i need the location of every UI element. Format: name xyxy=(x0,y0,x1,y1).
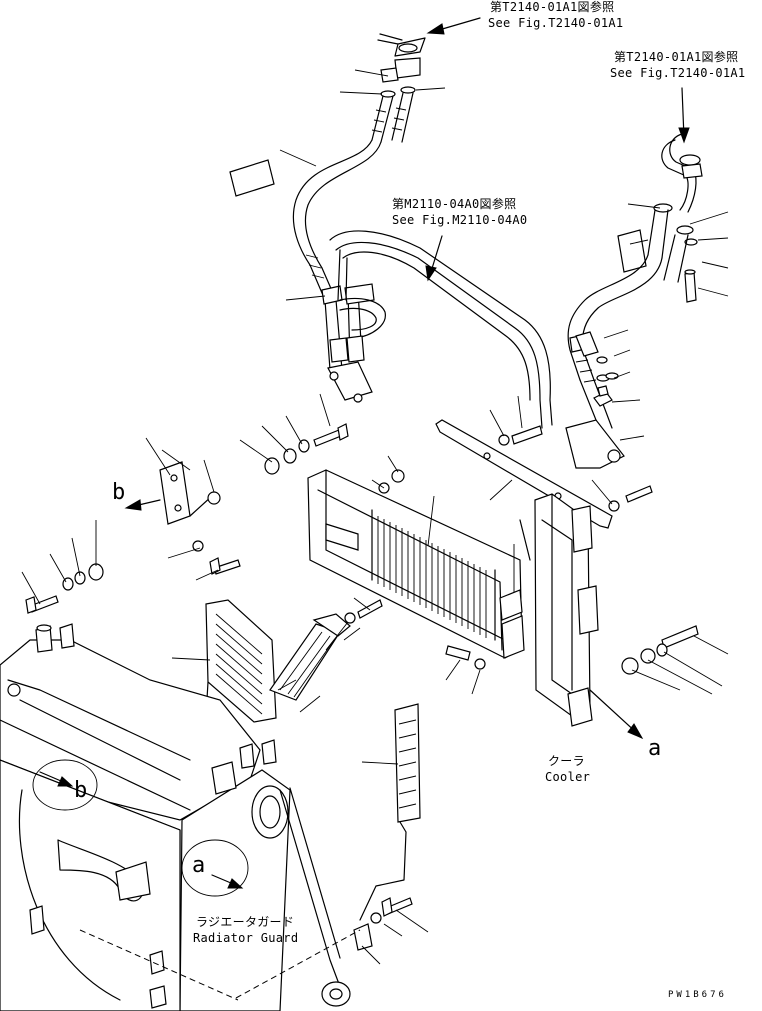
lower-grid-panel xyxy=(359,703,421,921)
ref-top-right-en: See Fig.T2140-01A1 xyxy=(610,66,746,80)
condenser-frame xyxy=(307,469,525,659)
right-hose-assembly xyxy=(565,133,703,469)
marker-a-circle-label: a xyxy=(192,853,206,878)
marker-b-left: b xyxy=(112,480,126,505)
marker-a-circle xyxy=(181,839,249,897)
upper-strip-bracket xyxy=(435,419,613,529)
upper-frame-bar xyxy=(329,230,553,429)
radiator-guard-label-en: Radiator Guard xyxy=(193,931,299,945)
ref-top-right-ja: 第T2140-01A1図参照 xyxy=(614,50,739,64)
marker-b-circle xyxy=(32,759,98,811)
leader-lines xyxy=(21,69,729,965)
marker-b-circle-label: b xyxy=(74,778,88,803)
dashed-lines xyxy=(79,929,361,1001)
cooler-label-ja: クーラ xyxy=(548,754,585,768)
radiator-guard-label-ja: ラジエータガード xyxy=(196,915,295,929)
drawing-code: PW1B676 xyxy=(668,990,727,1000)
cooler-label-en: Cooler xyxy=(545,770,591,784)
slanted-guard xyxy=(269,613,351,701)
radiator-body xyxy=(0,623,373,1011)
ref-top-center-ja: 第T2140-01A1図参照 xyxy=(490,0,615,14)
cooler-core xyxy=(519,493,599,727)
ref-middle-ja: 第M2110-04A0図参照 xyxy=(392,197,517,211)
reference-arrows xyxy=(39,17,690,889)
marker-a-right: a xyxy=(648,736,662,761)
left-hose-assembly xyxy=(229,33,426,403)
ref-top-center-en: See Fig.T2140-01A1 xyxy=(488,16,624,30)
ref-middle-en: See Fig.M2110-04A0 xyxy=(392,213,528,227)
